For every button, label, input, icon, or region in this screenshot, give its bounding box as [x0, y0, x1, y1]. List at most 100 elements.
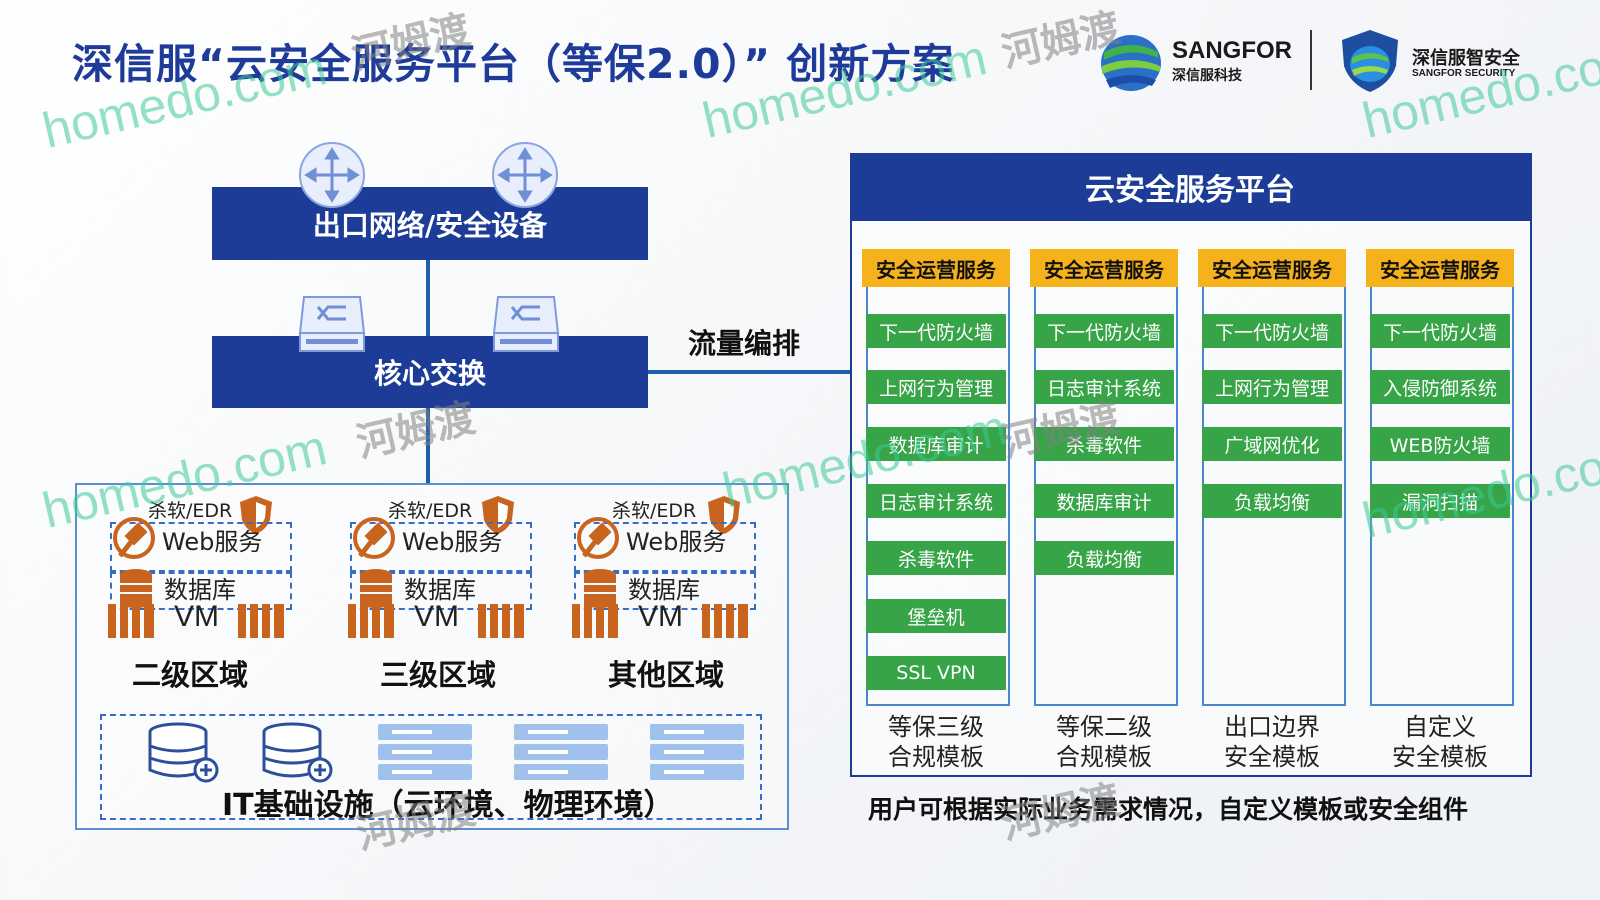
- router-icon: [299, 142, 365, 208]
- security-component: SSL VPN: [866, 656, 1006, 690]
- security-component: WEB防火墙: [1370, 427, 1510, 461]
- database-add-icon: [148, 722, 219, 783]
- database-box: [110, 572, 292, 610]
- template-label: 自定义 安全模板: [1370, 712, 1510, 772]
- security-component: 日志审计系统: [866, 484, 1006, 518]
- security-component: 上网行为管理: [1202, 370, 1342, 404]
- antivirus-edr-label: 杀软/EDR: [148, 500, 233, 522]
- web-service-icon: [113, 517, 155, 559]
- database-box: [574, 572, 756, 610]
- template-label: 等保三级 合规模板: [866, 712, 1006, 772]
- logo-divider: [1310, 30, 1312, 90]
- vm-server-icon: [348, 604, 394, 638]
- column-header: 安全运营服务: [1366, 249, 1514, 287]
- egress-network-label: 出口网络/安全设备: [312, 208, 548, 242]
- traffic-orchestration-label: 流量编排: [688, 327, 801, 360]
- database-label: 数据库: [628, 576, 700, 604]
- web-service-icon: [353, 517, 395, 559]
- zone-other: 杀软/EDR Web服务 数据库 VM 其他区域: [572, 496, 762, 696]
- antivirus-edr-label: 杀软/EDR: [612, 500, 697, 522]
- sangfor-logo-subtext: 深信服科技: [1172, 68, 1242, 84]
- switch-icon: [492, 296, 560, 352]
- security-component: 下一代防火墙: [1034, 314, 1174, 348]
- vm-label: VM: [638, 600, 683, 633]
- security-component: 日志审计系统: [1034, 370, 1174, 404]
- server-rack-icon: [378, 724, 472, 780]
- database-icon: [360, 569, 392, 608]
- vm-server-icon: [702, 604, 748, 638]
- database-label: 数据库: [164, 576, 236, 604]
- web-service-box: [110, 522, 292, 572]
- template-label: 出口边界 安全模板: [1202, 712, 1342, 772]
- web-service-icon: [577, 517, 619, 559]
- vm-label: VM: [174, 600, 219, 633]
- security-component: 上网行为管理: [866, 370, 1006, 404]
- security-component: 下一代防火墙: [866, 314, 1006, 348]
- sangfor-security-shield-icon: [1342, 30, 1398, 92]
- template-label-line1: 出口边界: [1224, 713, 1320, 741]
- security-component: 负载均衡: [1034, 541, 1174, 575]
- zone-level2: 杀软/EDR Web服务 数据库 VM 二级区域: [108, 496, 298, 696]
- security-logo-text: 深信服智安全: [1412, 48, 1520, 69]
- database-icon: [584, 569, 616, 608]
- web-service-box: [350, 522, 532, 572]
- security-component: 负载均衡: [1202, 484, 1342, 518]
- security-component: 漏洞扫描: [1370, 484, 1510, 518]
- vm-server-icon: [108, 604, 154, 638]
- vm-label: VM: [414, 600, 459, 633]
- vm-server-icon: [478, 604, 524, 638]
- platform-header: 云安全服务平台: [850, 153, 1530, 221]
- security-component: 下一代防火墙: [1370, 314, 1510, 348]
- database-icon: [120, 569, 152, 608]
- database-label: 数据库: [404, 576, 476, 604]
- router-icon: [492, 142, 558, 208]
- switch-icon: [298, 296, 366, 352]
- core-zone-connector: [426, 408, 430, 485]
- sangfor-globe-icon: [1101, 35, 1161, 91]
- egress-network-bar: 出口网络/安全设备: [212, 187, 648, 260]
- security-component: 数据库审计: [1034, 484, 1174, 518]
- egress-core-connector: [426, 260, 430, 336]
- page-title: 深信服“云安全服务平台（等保2.0）” 创新方案: [72, 40, 955, 88]
- column-header: 安全运营服务: [862, 249, 1010, 287]
- web-service-label: Web服务: [626, 528, 727, 556]
- security-component: 入侵防御系统: [1370, 370, 1510, 404]
- server-rack-icon: [650, 724, 744, 780]
- vm-server-icon: [238, 604, 284, 638]
- template-label-line2: 安全模板: [1392, 743, 1488, 771]
- core-switch-label: 核心交换: [373, 357, 486, 390]
- security-component: 杀毒软件: [866, 541, 1006, 575]
- template-label-line1: 等保二级: [1056, 713, 1152, 741]
- template-label: 等保二级 合规模板: [1034, 712, 1174, 772]
- template-label-line1: 自定义: [1404, 713, 1476, 741]
- it-infrastructure-label: IT基础设施（云环境、物理环境）: [222, 788, 674, 823]
- security-component: 数据库审计: [866, 427, 1006, 461]
- core-switch-bar: 核心交换: [212, 336, 648, 408]
- web-service-box: [574, 522, 756, 572]
- customization-note: 用户可根据实际业务需求情况，自定义模板或安全组件: [868, 795, 1469, 824]
- template-label-line1: 等保三级: [888, 713, 984, 741]
- security-component: 广域网优化: [1202, 427, 1342, 461]
- flow-connector: [648, 370, 850, 374]
- security-logo-subtext: SANGFOR SECURITY: [1412, 68, 1516, 79]
- security-component: 下一代防火墙: [1202, 314, 1342, 348]
- database-add-icon: [262, 722, 333, 783]
- shield-icon: [708, 496, 740, 534]
- template-label-line2: 合规模板: [1056, 743, 1152, 771]
- column-header: 安全运营服务: [1030, 249, 1178, 287]
- vm-server-icon: [572, 604, 618, 638]
- shield-icon: [240, 496, 272, 534]
- zone-name: 三级区域: [380, 658, 497, 692]
- web-service-label: Web服务: [402, 528, 503, 556]
- zone-name: 其他区域: [608, 658, 725, 692]
- shield-icon: [482, 496, 514, 534]
- template-label-line2: 合规模板: [888, 743, 984, 771]
- it-infrastructure-box: [100, 714, 762, 820]
- security-component: 堡垒机: [866, 599, 1006, 633]
- database-box: [350, 572, 532, 610]
- server-rack-icon: [514, 724, 608, 780]
- template-label-line2: 安全模板: [1224, 743, 1320, 771]
- platform-title: 云安全服务平台: [1085, 173, 1295, 208]
- zone-level3: 杀软/EDR Web服务 数据库 VM 三级区域: [348, 496, 538, 696]
- security-component: 杀毒软件: [1034, 427, 1174, 461]
